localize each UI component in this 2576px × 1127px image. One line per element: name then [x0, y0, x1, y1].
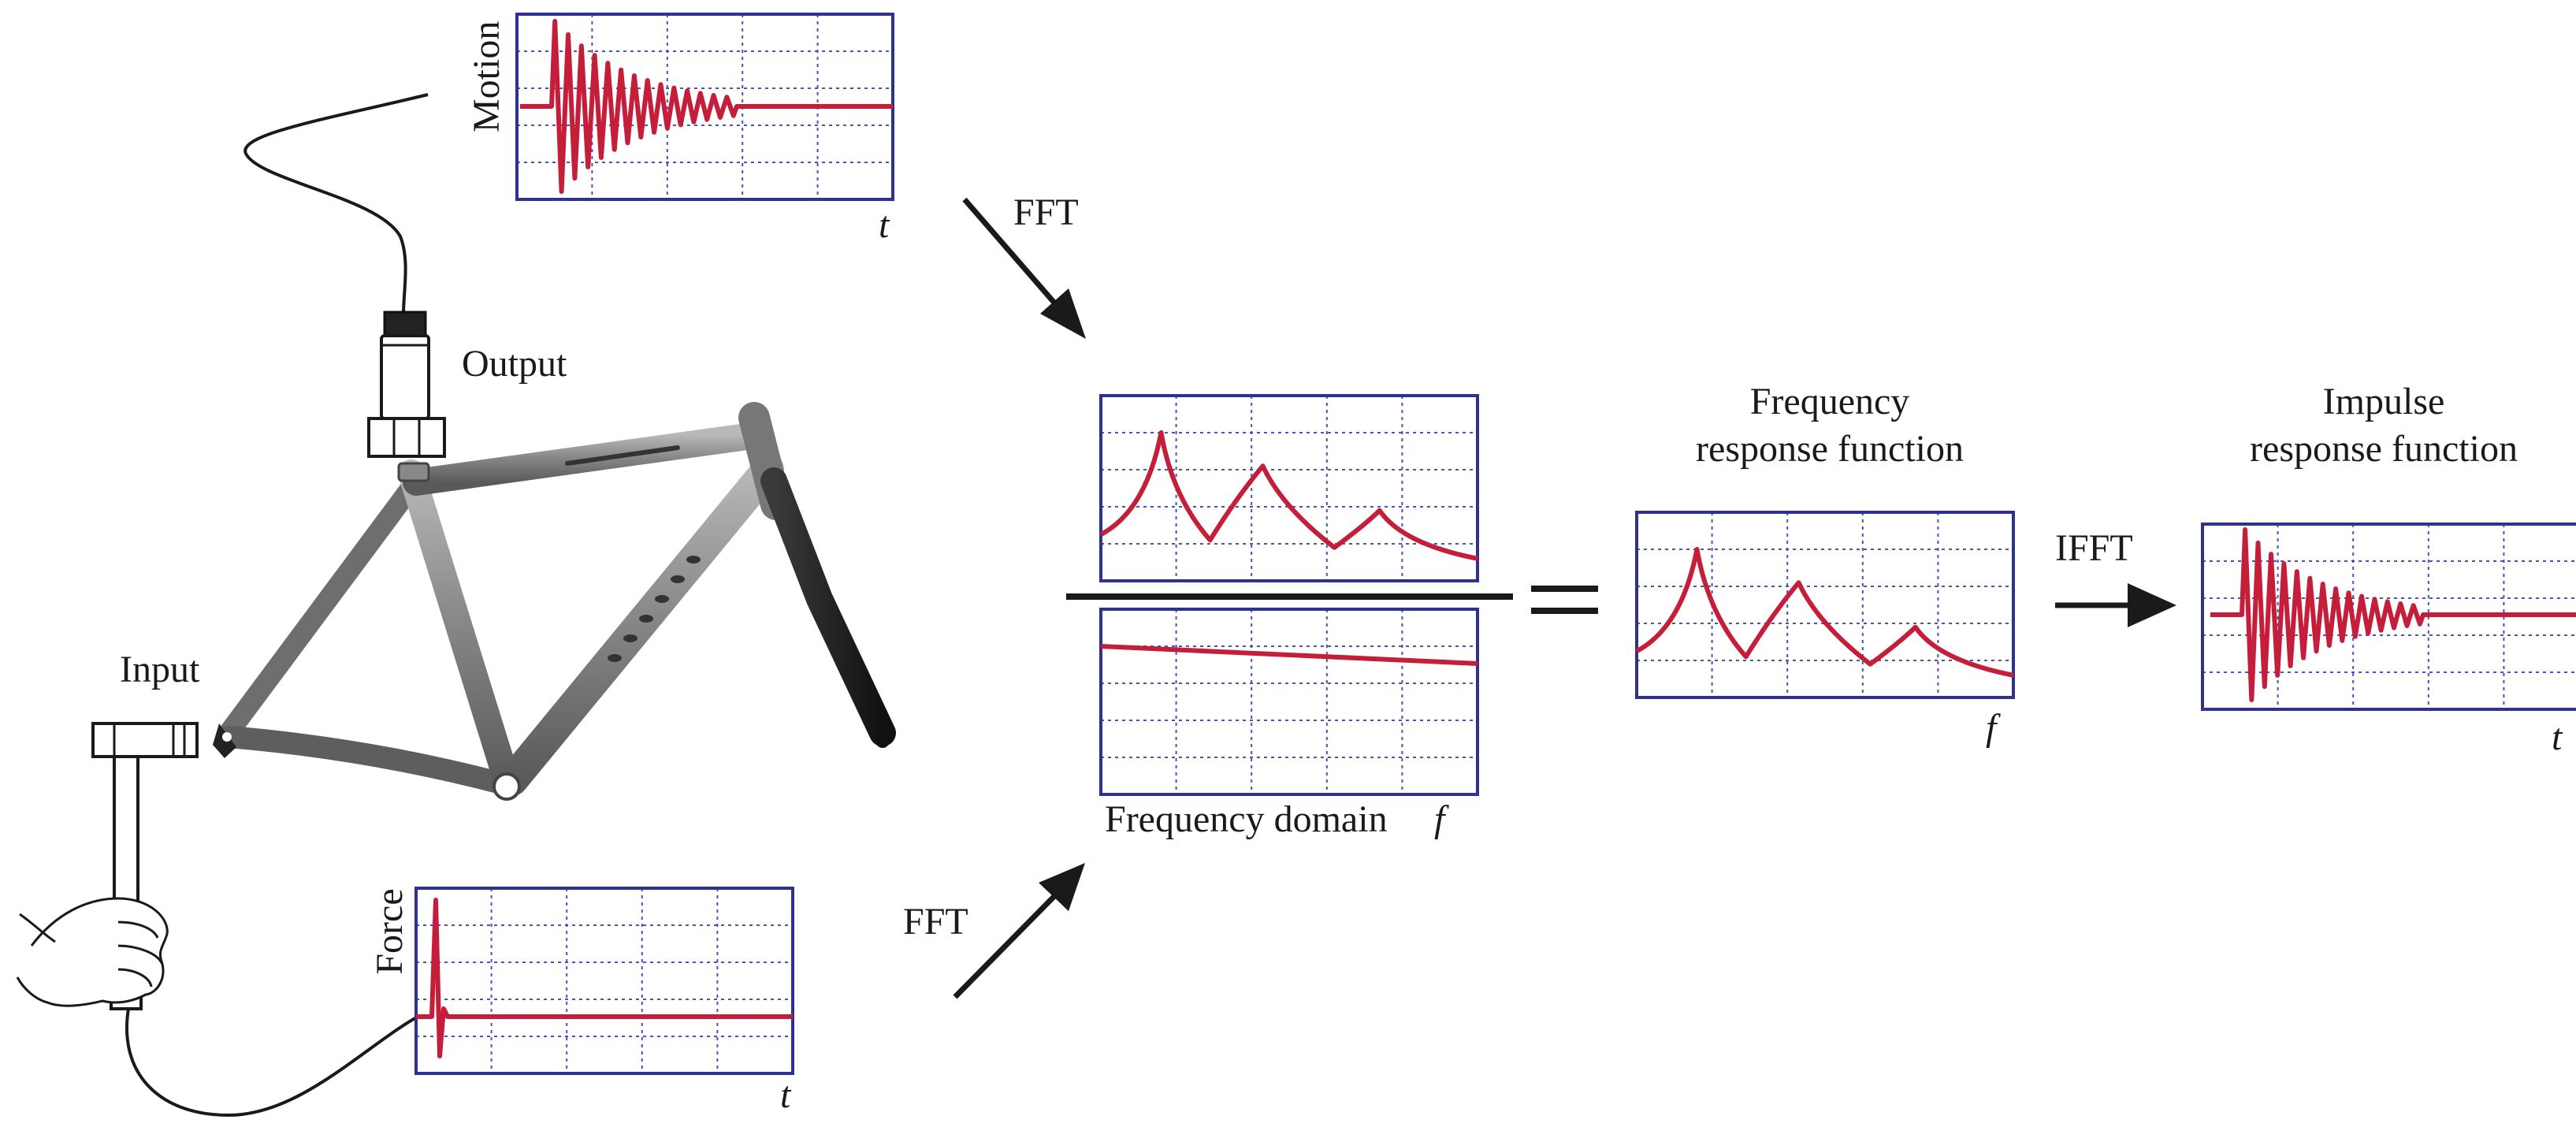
frequency-response-plot — [1635, 511, 2015, 699]
fft-label-top: FFT — [1013, 192, 1079, 233]
time-axis-label-impulse: t — [2552, 716, 2563, 758]
fft-arrow-top — [962, 197, 1086, 339]
motion-axis-label: Motion — [466, 20, 507, 132]
force-axis-label: Force — [369, 888, 411, 975]
time-axis-label-motion: t — [879, 204, 890, 246]
impulse-signal-line — [2210, 527, 2576, 702]
plot-frame — [1635, 511, 2015, 699]
frequency-axis-label-frf: f — [1986, 707, 1997, 749]
fft-arrow-bottom — [953, 863, 1085, 999]
fft-label-bottom: FFT — [903, 901, 968, 943]
output-spectrum-line — [1099, 430, 1478, 561]
frf-line — [1635, 547, 2014, 678]
time-axis-label-force: t — [780, 1074, 791, 1116]
input-label: Input — [120, 649, 200, 690]
irf-title-line1: Impulse — [2322, 381, 2445, 422]
force-time-plot — [414, 887, 794, 1075]
ifft-label: IFFT — [2055, 527, 2133, 569]
irf-title: Impulse response function — [2199, 378, 2569, 473]
irf-title-line2: response function — [2250, 428, 2518, 470]
plot-frame — [1099, 608, 1479, 796]
hand-icon — [16, 897, 169, 1007]
plot-frame — [2201, 523, 2576, 711]
hammer-cable — [125, 1008, 418, 1118]
frequency-domain-label: Frequency domain — [1105, 798, 1388, 840]
input-spectrum-plot — [1099, 608, 1479, 796]
bicycle-frame-icon — [213, 402, 896, 801]
equals-sign — [1531, 586, 1598, 614]
output-label: Output — [462, 343, 567, 385]
input-spectrum-line — [1100, 644, 1478, 666]
sensor-cable — [243, 93, 429, 314]
ifft-arrow — [2055, 583, 2176, 627]
force-signal-line — [416, 898, 793, 1058]
frequency-axis-label-domain: f — [1434, 798, 1445, 840]
frf-title: Frequency response function — [1633, 378, 2027, 473]
frf-title-line2: response function — [1696, 428, 1964, 470]
frf-title-line1: Frequency — [1749, 381, 1910, 422]
accelerometer-icon — [367, 311, 446, 458]
impact-hammer-icon — [91, 722, 199, 1010]
output-spectrum-plot — [1099, 394, 1479, 582]
plot-frame — [1099, 394, 1479, 582]
motion-signal-line — [520, 19, 893, 194]
plot-frame — [414, 887, 794, 1075]
